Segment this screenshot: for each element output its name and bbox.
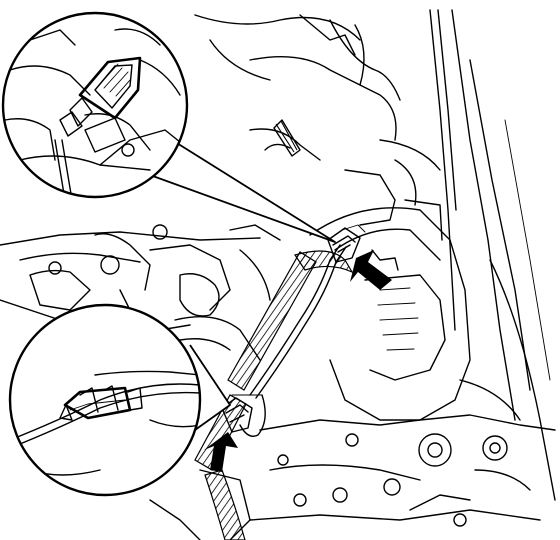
engine-bay-background bbox=[0, 9, 556, 540]
upper-connector bbox=[327, 224, 366, 263]
upper-detail-callout bbox=[1, 11, 336, 243]
lower-detail-callout bbox=[8, 303, 231, 497]
pointer-arrow-icon bbox=[204, 432, 238, 472]
pointer-arrow-icon bbox=[350, 250, 392, 290]
